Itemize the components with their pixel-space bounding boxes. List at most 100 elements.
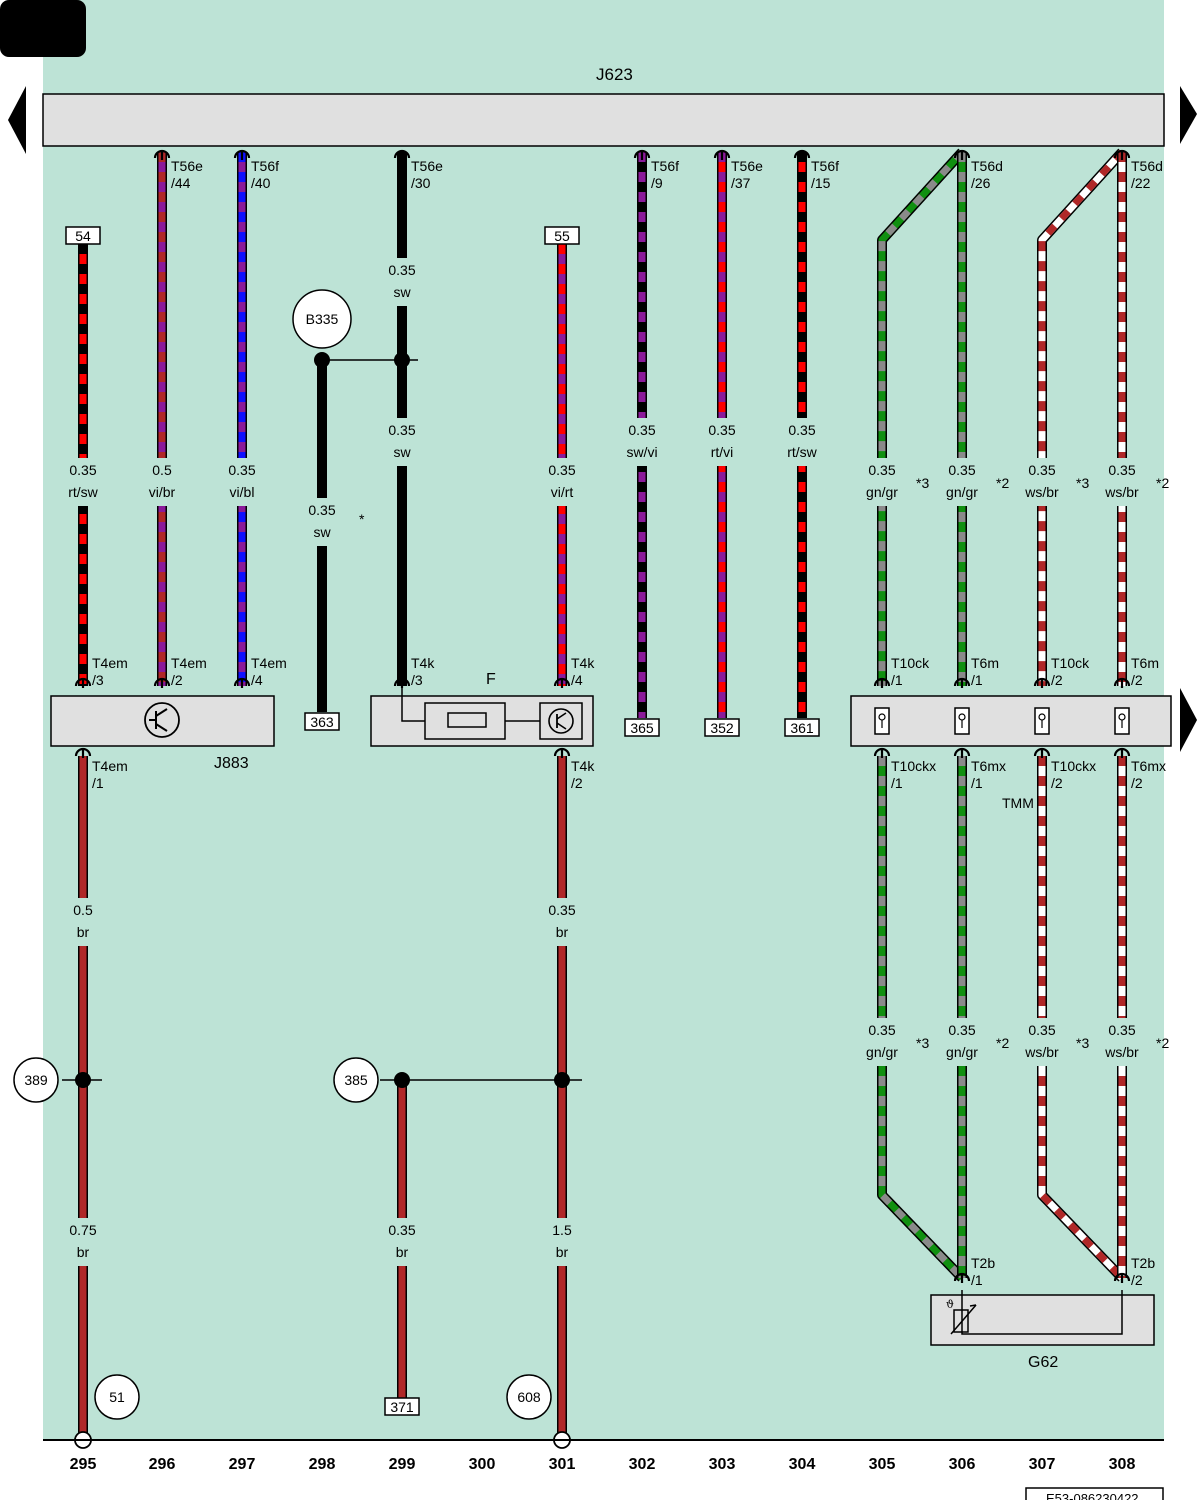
ref-box-352[interactable]: 352 bbox=[704, 718, 740, 737]
wire-label-w301c-color: br bbox=[556, 1244, 569, 1260]
wire-label-w299a-size: 0.35 bbox=[388, 262, 415, 278]
tmm-pin-306-icon bbox=[954, 707, 970, 735]
ref-box-371[interactable]: 371 bbox=[384, 1397, 420, 1416]
ref-389[interactable]: 389 bbox=[13, 1057, 59, 1103]
label-gap-19 bbox=[1115, 1018, 1129, 1066]
page-corner-tab bbox=[0, 0, 86, 57]
label-gap-14 bbox=[76, 898, 90, 946]
ref-box-54[interactable]: 54 bbox=[65, 226, 101, 245]
pin-mid-306 bbox=[953, 677, 971, 688]
label-gap-0 bbox=[76, 458, 90, 506]
wire-label-w307b-color: ws/br bbox=[1024, 1044, 1059, 1060]
label-gap-4 bbox=[395, 418, 409, 466]
connector-c301_low-pin: /2 bbox=[571, 775, 583, 791]
wire-label-w299c-color: br bbox=[396, 1244, 409, 1260]
wire-label-w306a-color: gn/gr bbox=[946, 484, 978, 500]
ref-box-55-text: 55 bbox=[554, 228, 570, 244]
connector-c301_low-name: T4k bbox=[571, 758, 595, 774]
ref-box-361[interactable]: 361 bbox=[784, 718, 820, 737]
ref-385[interactable]: 385 bbox=[333, 1057, 379, 1103]
nav-left-arrow-icon[interactable] bbox=[8, 86, 26, 154]
column-number-308: 308 bbox=[1109, 1456, 1136, 1473]
wire-label-w298a-color: sw bbox=[313, 524, 331, 540]
connector-c307_mid-name: T10ck bbox=[1051, 655, 1090, 671]
connector-c302_top-name: T56f bbox=[651, 158, 679, 174]
pin-mid-305 bbox=[873, 677, 891, 688]
connector-c302_top-pin: /9 bbox=[651, 175, 663, 191]
label-gap-8 bbox=[715, 418, 729, 466]
wire-label-w298a-size: 0.35 bbox=[308, 502, 335, 518]
splice-dot-385b bbox=[554, 1072, 570, 1088]
ref-box-54-text: 54 bbox=[75, 228, 91, 244]
tmm-label: TMM bbox=[1002, 795, 1034, 811]
wire-label-w299c-size: 0.35 bbox=[388, 1222, 415, 1238]
pin-top-302 bbox=[633, 149, 651, 160]
connector-c307_low-name: T10ckx bbox=[1051, 758, 1096, 774]
connector-c306_g62-pin: /1 bbox=[971, 1272, 983, 1288]
connector-c296_top-pin: /44 bbox=[171, 175, 191, 191]
label-gap-1 bbox=[155, 458, 169, 506]
wire-label-w307b-size: 0.35 bbox=[1028, 1022, 1055, 1038]
connector-c303_top-pin: /37 bbox=[731, 175, 751, 191]
wire-label-w304a-size: 0.35 bbox=[788, 422, 815, 438]
tmm-pin-307-icon bbox=[1034, 707, 1050, 735]
connector-c304_top-pin: /15 bbox=[811, 175, 831, 191]
connector-c299_mid-pin: /3 bbox=[411, 672, 423, 688]
ref-box-363[interactable]: 363 bbox=[304, 712, 340, 731]
wire-label-w306b-color: gn/gr bbox=[946, 1044, 978, 1060]
wire-label-w301b-size: 0.35 bbox=[548, 902, 575, 918]
ref-51[interactable]: 51 bbox=[94, 1374, 140, 1420]
wire-label-w302a-color: sw/vi bbox=[626, 444, 657, 460]
connector-c296_mid-name: T4em bbox=[171, 655, 207, 671]
label-gap-17 bbox=[955, 1018, 969, 1066]
label-gap-7 bbox=[635, 418, 649, 466]
column-number-304: 304 bbox=[789, 1456, 816, 1473]
wire-305-gngr bbox=[878, 149, 965, 686]
ref-608[interactable]: 608 bbox=[506, 1374, 552, 1420]
f-component-box bbox=[370, 695, 594, 747]
page-reference: E53-086230422 bbox=[1046, 1491, 1139, 1500]
connector-c297_mid-name: T4em bbox=[251, 655, 287, 671]
g62-thermistor-icon: ϑ bbox=[946, 1298, 977, 1335]
wire-label-w303a-size: 0.35 bbox=[708, 422, 735, 438]
wire-label-w305a-size: 0.35 bbox=[868, 462, 895, 478]
note-307-low: *3 bbox=[1076, 1035, 1089, 1051]
wire-label-w307a-color: ws/br bbox=[1024, 484, 1059, 500]
pin-mid-308 bbox=[1113, 677, 1131, 688]
connector-c305_low-pin: /1 bbox=[891, 775, 903, 791]
ref-box-365[interactable]: 365 bbox=[624, 718, 660, 737]
connector-c307_low-pin: /2 bbox=[1051, 775, 1063, 791]
ref-box-55[interactable]: 55 bbox=[544, 226, 580, 245]
ref-b335[interactable]: B335 bbox=[292, 289, 352, 349]
connector-c295_mid-name: T4em bbox=[92, 655, 128, 671]
g62-internal-line bbox=[961, 1290, 1123, 1335]
pin-low-306 bbox=[953, 747, 971, 758]
note-306-low: *2 bbox=[996, 1035, 1009, 1051]
connector-c304_top-name: T56f bbox=[811, 158, 839, 174]
pin-mid-296 bbox=[153, 677, 171, 688]
j883-transistor-icon bbox=[144, 702, 180, 738]
wire-label-w308a-color: ws/br bbox=[1104, 484, 1139, 500]
labels-layer: T56e/44T56f/40T56e/30T56f/9T56e/37T56f/1… bbox=[68, 158, 1169, 1288]
connector-c308_mid-name: T6m bbox=[1131, 655, 1159, 671]
f-resistor-icon bbox=[447, 712, 487, 728]
column-number-306: 306 bbox=[949, 1456, 976, 1473]
wire-label-w297a-size: 0.35 bbox=[228, 462, 255, 478]
note-305-low: *3 bbox=[916, 1035, 929, 1051]
wire-label-w305b-color: gn/gr bbox=[866, 1044, 898, 1060]
ref-385-text: 385 bbox=[344, 1072, 368, 1088]
connector-c306_top-name: T56d bbox=[971, 158, 1003, 174]
ref-box-371-text: 371 bbox=[390, 1399, 414, 1415]
ref-box-363-text: 363 bbox=[310, 714, 334, 730]
label-gap-10 bbox=[875, 458, 889, 506]
wire-label-w308a-size: 0.35 bbox=[1108, 462, 1135, 478]
connector-c305_mid-pin: /1 bbox=[891, 672, 903, 688]
label-gap-18 bbox=[1035, 1018, 1049, 1066]
column-number-303: 303 bbox=[709, 1456, 736, 1473]
connector-c301_mid-name: T4k bbox=[571, 655, 595, 671]
nav-right-arrow-mid-icon[interactable] bbox=[1180, 688, 1197, 752]
nav-right-arrow-top-icon[interactable] bbox=[1180, 86, 1197, 144]
connector-c308_mid-pin: /2 bbox=[1131, 672, 1143, 688]
